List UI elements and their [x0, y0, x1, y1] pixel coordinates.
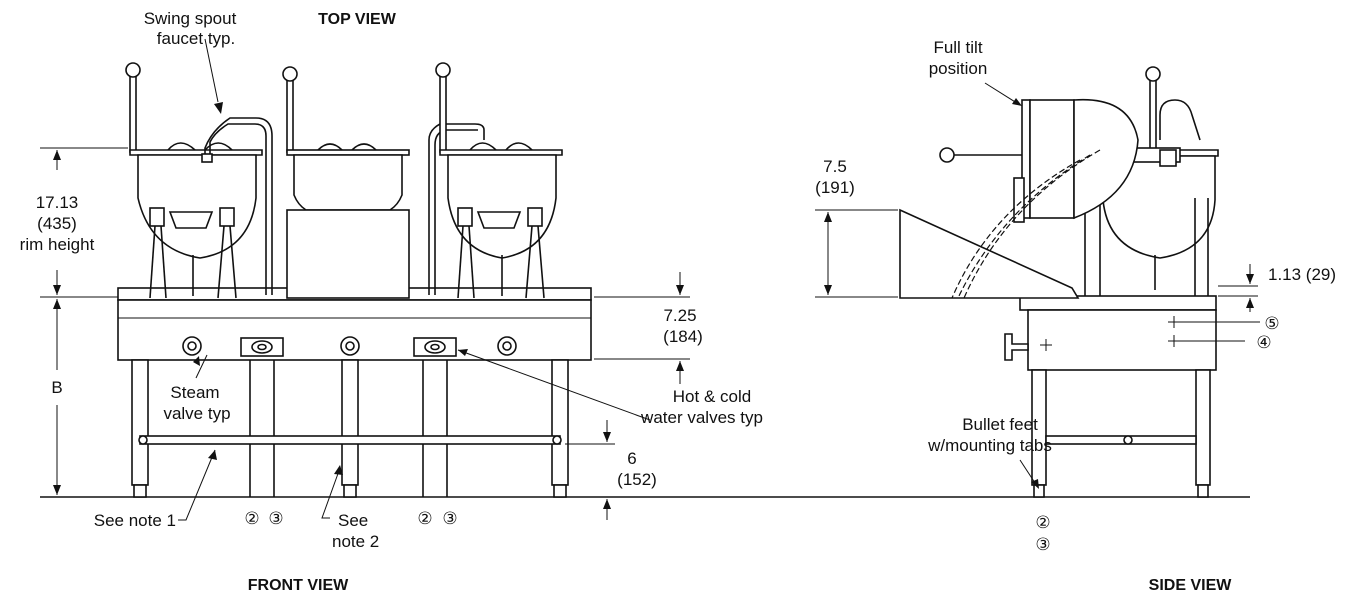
dim-725: 7.25 [663, 306, 696, 325]
leg [341, 359, 359, 486]
leg [131, 359, 149, 486]
receiving-pan [899, 208, 1080, 299]
swing-spout-label: faucet typ. [157, 29, 235, 48]
full-tilt-label: position [929, 59, 988, 78]
side-kettle-upright [1084, 66, 1219, 296]
bullet-feet-label: w/mounting tabs [927, 436, 1052, 455]
bullet-feet-label: Bullet feet [962, 415, 1038, 434]
side-cabinet [1027, 309, 1217, 371]
dim-725-mm: (184) [663, 327, 703, 346]
side-view-drawing [815, 66, 1260, 498]
top-view-title: TOP VIEW [318, 11, 397, 28]
full-tilt-label: Full tilt [933, 38, 982, 57]
labels: TOP VIEW FRONT VIEW SIDE VIEW Swing spou… [20, 9, 1336, 594]
swing-spout-faucet-icon [201, 117, 273, 295]
connection-3: ③ [442, 509, 457, 528]
steam-valve-label: valve typ [163, 404, 230, 423]
steam-valve-icon [182, 336, 517, 356]
swing-spout-label: Swing spout [144, 9, 237, 28]
b-dim: B [51, 378, 62, 397]
see-note-2: See [338, 511, 368, 530]
left-kettle [125, 62, 263, 299]
hot-cold-label: Hot & cold [673, 387, 751, 406]
crossbar [139, 435, 561, 445]
dim-113: 1.13 (29) [1268, 265, 1336, 284]
side-kettle-tilted [939, 98, 1139, 299]
rim-height-dim-mm: (435) [37, 214, 77, 233]
connection-marks [1040, 316, 1260, 351]
connection-2: ② [417, 509, 432, 528]
center-kettle [282, 66, 410, 299]
dim-75-mm: (191) [815, 178, 855, 197]
front-view-title: FRONT VIEW [248, 577, 349, 594]
connection-4: ④ [1256, 333, 1271, 352]
rim-height-dim: 17.13 [36, 193, 79, 212]
hot-cold-label: water valves typ [640, 408, 763, 427]
connection-3: ③ [1035, 535, 1050, 554]
connection-5: ⑤ [1264, 314, 1279, 333]
connection-2: ② [244, 509, 259, 528]
rim-height-label: rim height [20, 235, 95, 254]
connection-3: ③ [268, 509, 283, 528]
dim-75: 7.5 [823, 157, 847, 176]
front-view-drawing [40, 38, 1250, 521]
see-note-1: See note 1 [94, 511, 176, 530]
water-valve-icon [240, 337, 457, 357]
dim-6-mm: (152) [617, 470, 657, 489]
right-kettle [435, 62, 563, 299]
dim-6: 6 [627, 449, 636, 468]
side-valve-knob-icon [1004, 333, 1029, 361]
steam-valve-label: Steam [170, 383, 219, 402]
see-note-2: note 2 [332, 532, 379, 551]
connection-2: ② [1035, 513, 1050, 532]
side-view-title: SIDE VIEW [1149, 577, 1233, 594]
leg [551, 359, 569, 486]
